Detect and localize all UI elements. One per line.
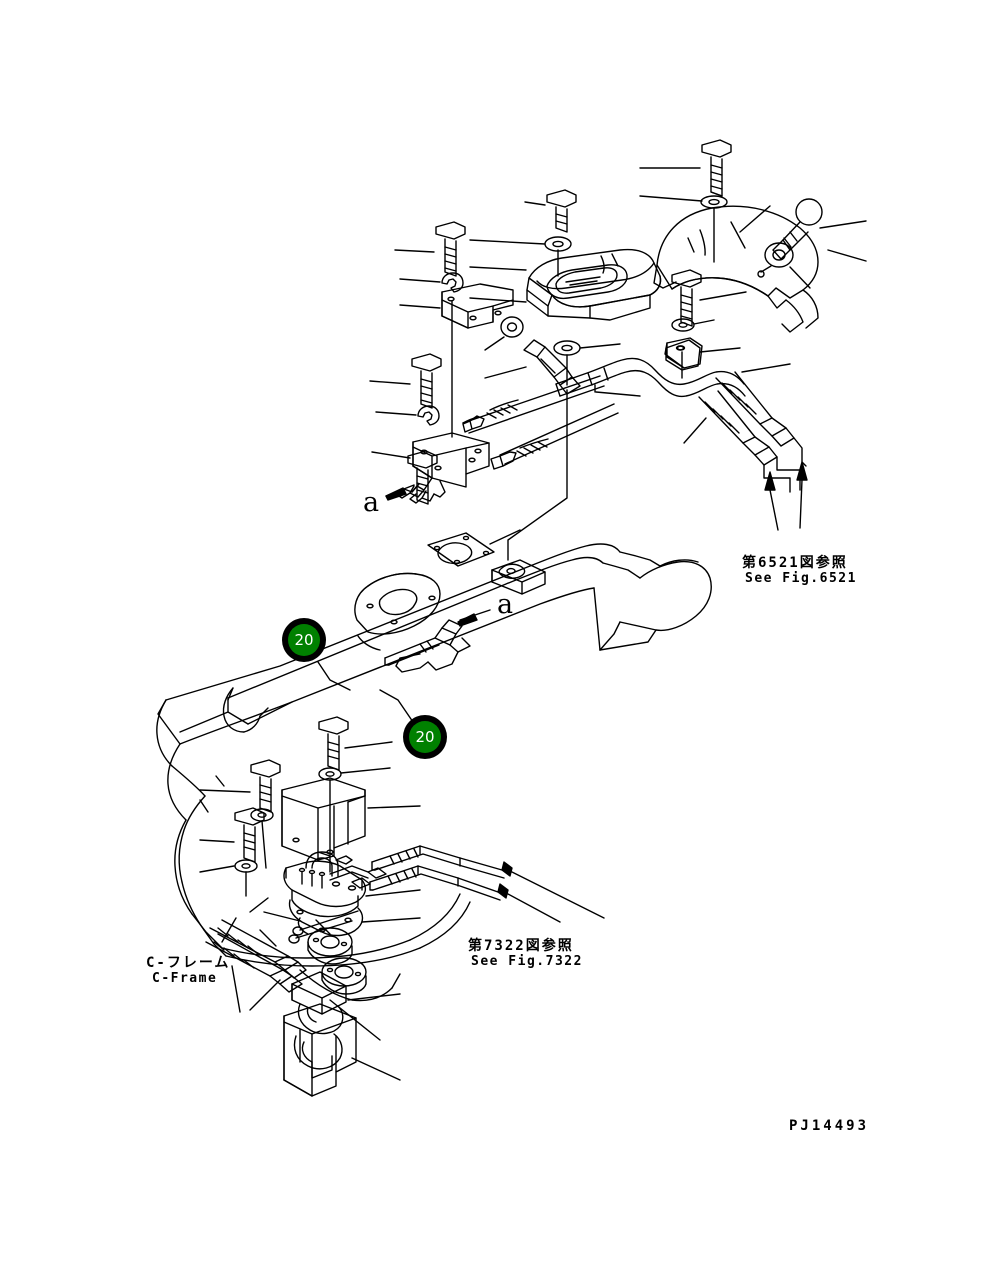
beam-top-bracket [491, 559, 546, 595]
washer-cover-lower [671, 318, 695, 332]
leader-callout-20-upper [317, 661, 351, 691]
junction-block [412, 432, 490, 488]
lockwasher-left-1 [441, 272, 464, 293]
leader-washer-cr2 [789, 266, 811, 289]
leader-bolt-l2 [369, 380, 411, 385]
lower-hose-bundle [205, 919, 307, 993]
bolt-upper-right-1 [701, 139, 732, 197]
leader-lockwasher-l1 [399, 278, 441, 283]
leader-cover [739, 205, 771, 233]
drawing-linework [156, 139, 867, 1097]
leader-hose-6521b [683, 417, 707, 444]
beam-lower-wrap [222, 687, 269, 733]
leader-bolt-vl2 [199, 839, 235, 843]
reference-fig6521-jp: 第6521図参照 [742, 555, 848, 571]
lower-pipe-clamp [291, 971, 347, 1035]
washer-cover-right [764, 242, 794, 268]
assembly-line-to-frame [507, 389, 568, 561]
section-arrow-a-left [385, 484, 415, 501]
reference-fig7322-en: See Fig.7322 [471, 954, 583, 969]
hydraulic-hose-upper [462, 375, 605, 434]
bottom-yoke-block [283, 1003, 357, 1097]
section-mark-a-center: a [497, 589, 514, 620]
leader-hose-7322b [507, 893, 561, 923]
leader-washer-vc [340, 767, 391, 774]
leader-lockwasher-l2 [375, 411, 417, 416]
hose-run-to-fig6521 [698, 371, 807, 493]
bolt-left-1 [435, 221, 466, 277]
leader-yoke [351, 1057, 401, 1081]
leader-nipple-left [484, 366, 527, 379]
leader-hose-7322a [511, 871, 605, 919]
bracket-left-plate [441, 283, 514, 329]
reference-fig6521-en: See Fig.6521 [745, 571, 857, 586]
leader-washer-vl2 [199, 865, 235, 873]
leader-grip-cover [469, 297, 527, 303]
arrow-to-fig6521-b [796, 461, 808, 529]
valve-hose-1 [371, 845, 513, 879]
assembly-line-vl1 [261, 820, 267, 869]
leader-pin-ufr [819, 220, 867, 229]
leader-washer-gc [469, 239, 546, 245]
leader-hose-clamp [595, 391, 641, 397]
component-label-c-frame-jp: C-フレーム [146, 955, 231, 971]
hydraulic-hose-lower [490, 403, 619, 470]
leader-hose-6521a [741, 363, 791, 373]
valve-hose-2 [369, 865, 509, 901]
c-frame-main-beam [157, 543, 712, 745]
drawing-code: PJ14493 [789, 1118, 870, 1134]
lower-frame-plate [221, 893, 471, 1002]
leader-c-frame [221, 917, 237, 943]
leader-bolt-cl [699, 291, 747, 301]
leader-valve-body [365, 889, 421, 897]
leader-callout-20-lower [379, 689, 414, 723]
leader-bolt-vc [344, 741, 393, 749]
reference-fig7322-jp: 第7322図参照 [468, 938, 574, 954]
washer-mid-left [500, 316, 524, 338]
leader-washer-ml [484, 336, 505, 351]
leader-washer-cl [693, 319, 715, 325]
callout-badge-20-upper-number: 20 [288, 624, 320, 656]
leader-bracket-left [399, 304, 441, 309]
section-arrow-a-center [457, 609, 491, 627]
bolt-grip-cover [546, 189, 577, 233]
leader-grip-pad [469, 266, 527, 271]
leader-bracket-tr [699, 347, 741, 353]
leader-pin-ufr2 [827, 249, 867, 262]
grip-cover-plate [526, 248, 662, 321]
beam-mount-pad [354, 572, 441, 651]
pin-rod-under-valve [288, 910, 359, 944]
leader-valve-gasket [361, 917, 421, 923]
leader-c-frame2 [231, 965, 241, 1013]
leader-junction-block [371, 451, 411, 459]
callout-badge-20-lower-number: 20 [409, 721, 441, 753]
pipe-flange-2 [321, 957, 367, 995]
leader-pin-rod [263, 911, 301, 922]
lockwasher-left-2 [417, 405, 440, 426]
leader-hose-bundle [249, 897, 269, 913]
main-hose-bend [555, 357, 746, 398]
beam-hose-fitting [384, 619, 471, 673]
section-mark-a-left: a [363, 487, 380, 518]
arrow-to-fig6521-a [764, 471, 779, 531]
leader-washer-oh [579, 343, 621, 349]
nipple-fitting-left [523, 339, 581, 395]
leader-gasket [489, 529, 521, 545]
c-frame-outer-contour [156, 699, 227, 957]
component-label-c-frame-en: C-Frame [152, 971, 218, 986]
callout-badge-20-lower[interactable]: 20 [403, 715, 447, 759]
leader-pipe-clamp [347, 993, 401, 1001]
callout-badge-20-upper[interactable]: 20 [282, 618, 326, 662]
leader-bolt-l1 [394, 249, 435, 253]
gasket-plate [427, 532, 495, 567]
hose-clip-right [665, 339, 701, 371]
leader-washer-ur1 [639, 195, 703, 202]
pipe-flange-1 [307, 927, 353, 965]
leader-lower-plate [249, 979, 281, 1011]
leader-bolt-vl1 [199, 789, 251, 793]
leader-bolt-gc [524, 201, 546, 206]
leader-valve-cover [367, 805, 421, 809]
